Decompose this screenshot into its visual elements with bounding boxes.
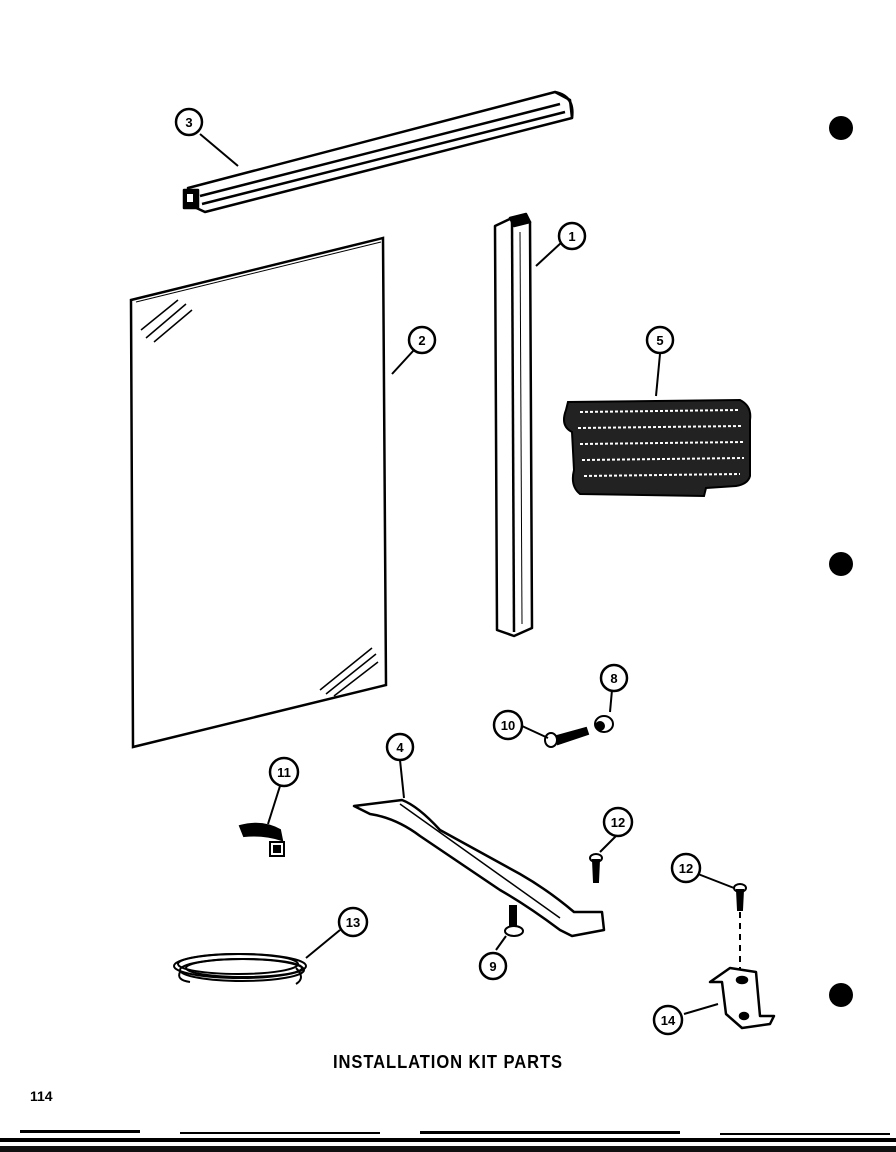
- callout-9: 9: [478, 951, 508, 981]
- vertical-post-part: [493, 212, 534, 638]
- callout-label: 8: [610, 671, 617, 686]
- cable-coil-part: [173, 953, 307, 985]
- leader-lines: [199, 133, 735, 1015]
- punch-hole-bottom: [829, 983, 853, 1007]
- top-rail-part: [182, 90, 574, 214]
- callout-12a: 12: [602, 806, 634, 838]
- callout-label: 12: [611, 815, 625, 830]
- callout-label: 12: [679, 861, 693, 876]
- callout-label: 1: [568, 229, 575, 244]
- callout-4: 4: [385, 732, 415, 762]
- callout-8: 8: [599, 663, 629, 693]
- long-bracket-part: [352, 798, 606, 938]
- spacer-part: [594, 715, 614, 733]
- callout-12b: 12: [670, 852, 702, 884]
- callout-label: 10: [501, 718, 515, 733]
- small-bracket-part: [708, 966, 776, 1030]
- callout-5: 5: [645, 325, 675, 355]
- screw-part-10: [544, 726, 590, 748]
- callout-10: 10: [492, 709, 524, 741]
- callout-1: 1: [557, 221, 587, 251]
- callout-label: 14: [661, 1013, 676, 1028]
- callout-label: 4: [396, 740, 404, 755]
- callout-14: 14: [652, 1004, 684, 1036]
- foam-tape-part: [563, 398, 752, 498]
- punch-hole-middle: [829, 552, 853, 576]
- diagram-caption: INSTALLATION KIT PARTS: [333, 1052, 563, 1072]
- callout-11: 11: [268, 756, 300, 788]
- clip-part: [238, 822, 285, 857]
- screw-part-12b: [733, 883, 747, 974]
- callout-label: 13: [346, 915, 360, 930]
- punch-hole-top: [829, 116, 853, 140]
- page-number: 114: [30, 1088, 53, 1104]
- glass-panel-part: [129, 236, 388, 749]
- callout-label: 5: [656, 333, 663, 348]
- callout-13: 13: [337, 906, 369, 938]
- callout-2: 2: [407, 325, 437, 355]
- callout-label: 11: [277, 765, 291, 780]
- screw-part-12a: [589, 853, 603, 883]
- callout-3: 3: [174, 107, 204, 137]
- callout-label: 2: [418, 333, 425, 348]
- scan-edge-noise: [0, 1130, 896, 1152]
- screw-part-9: [504, 905, 524, 937]
- callout-label: 9: [489, 959, 496, 974]
- callout-label: 3: [185, 115, 192, 130]
